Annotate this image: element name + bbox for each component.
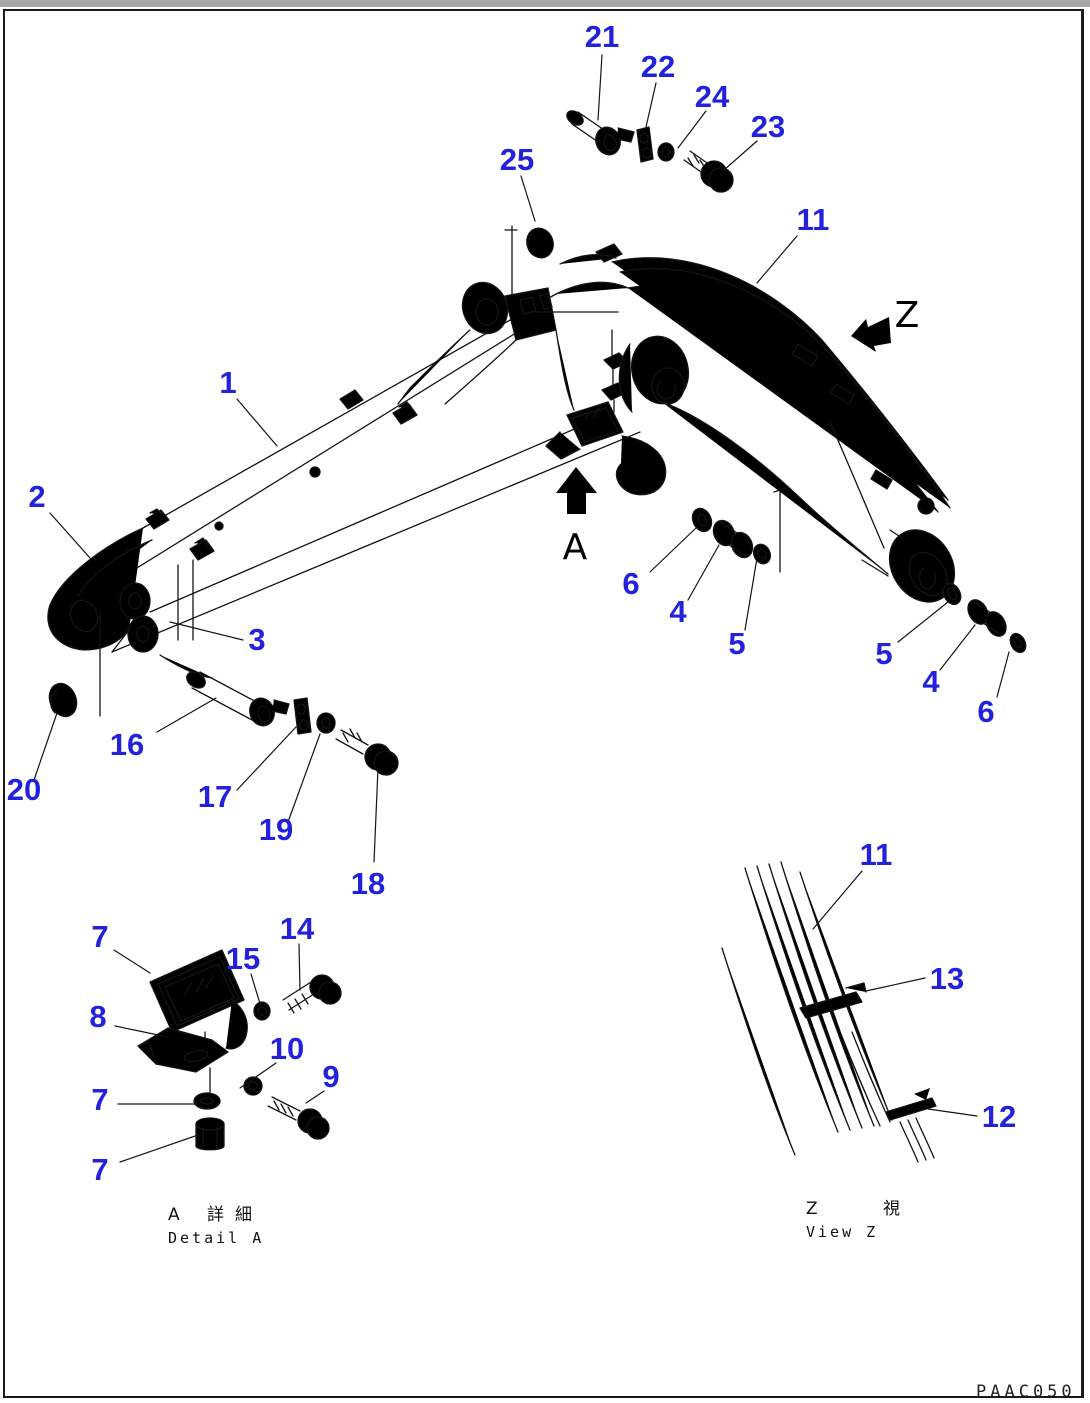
leader-line-15 xyxy=(250,973,262,1008)
boom-top-bracket-cluster xyxy=(397,225,629,411)
callout-5: 5 xyxy=(728,626,745,661)
view-letter-Z: Z xyxy=(895,295,920,336)
callout-25: 25 xyxy=(500,142,534,177)
top-gray-bar xyxy=(0,0,1090,7)
detail-a-lamp-parts xyxy=(137,949,342,1151)
leader-line-7 xyxy=(113,949,151,974)
leader-line-16 xyxy=(156,697,217,733)
leader-line-10 xyxy=(239,1062,277,1089)
leader-line-6 xyxy=(996,651,1010,698)
leader-line-19 xyxy=(287,733,321,823)
callout-6: 6 xyxy=(977,694,994,729)
leader-line-11 xyxy=(756,235,798,284)
leader-line-6 xyxy=(649,527,697,573)
view-z-hoses xyxy=(721,861,937,1163)
leader-line-4 xyxy=(687,544,720,601)
callout-15: 15 xyxy=(226,941,260,976)
leader-line-4 xyxy=(939,624,976,671)
callout-20: 20 xyxy=(7,772,41,807)
callout-11: 11 xyxy=(860,837,893,872)
leader-line-18 xyxy=(373,767,379,863)
leader-line-7 xyxy=(119,1134,199,1163)
leader-line-3 xyxy=(169,621,244,641)
leader-line-25 xyxy=(520,175,536,222)
view-z-caption: Z 視 View Z xyxy=(806,1194,930,1241)
mid-bushing-parts xyxy=(691,507,772,565)
callout-7: 7 xyxy=(91,1152,108,1187)
view-a-arrow xyxy=(556,467,597,514)
detail-a-caption-en: Detail A xyxy=(168,1229,265,1247)
view-letter-A: A xyxy=(563,527,588,568)
callout-7: 7 xyxy=(91,919,108,954)
leader-line-21 xyxy=(597,54,603,121)
detail-a-caption-jp: A 詳細 xyxy=(168,1205,264,1225)
leader-line-1 xyxy=(236,398,278,447)
view-z-caption-en: View Z xyxy=(806,1223,879,1241)
callout-17: 17 xyxy=(198,779,232,814)
leader-line-12 xyxy=(927,1108,978,1117)
callout-21: 21 xyxy=(585,19,619,54)
callout-10: 10 xyxy=(270,1031,304,1066)
view-z-arrow xyxy=(851,317,891,352)
leader-line-22 xyxy=(645,82,657,128)
leader-line-14 xyxy=(298,943,301,991)
callout-16: 16 xyxy=(110,727,144,762)
callout-24: 24 xyxy=(695,79,730,114)
document-code: PAAC050 xyxy=(976,1382,1076,1402)
leader-line-24 xyxy=(677,110,707,149)
view-z-caption-jp: Z 視 xyxy=(806,1199,931,1219)
callout-14: 14 xyxy=(280,911,315,946)
leader-line-17 xyxy=(236,726,297,791)
callout-12: 12 xyxy=(982,1099,1016,1134)
work-lamp-on-boom xyxy=(545,329,667,496)
callout-2: 2 xyxy=(28,479,45,514)
leader-line-5 xyxy=(744,557,758,631)
detail-a-caption: A 詳細 Detail A xyxy=(168,1200,264,1247)
leader-line-5 xyxy=(897,601,949,643)
callout-19: 19 xyxy=(259,812,293,847)
callout-6: 6 xyxy=(622,566,639,601)
boom-right-arm xyxy=(611,257,951,575)
boom-foot-cylinder xyxy=(861,529,956,603)
boom-nose-bracket xyxy=(47,527,213,717)
callout-18: 18 xyxy=(351,866,385,901)
leader-line-8 xyxy=(114,1025,169,1038)
callout-7: 7 xyxy=(91,1082,108,1117)
callout-4: 4 xyxy=(922,664,940,699)
callout-22: 22 xyxy=(641,49,675,84)
callout-23: 23 xyxy=(751,109,785,144)
callout-11: 11 xyxy=(797,202,830,237)
callout-8: 8 xyxy=(89,999,106,1034)
callout-5: 5 xyxy=(875,636,892,671)
leader-line-2 xyxy=(49,512,91,559)
leader-line-13 xyxy=(865,977,926,992)
foot-bushing-parts xyxy=(942,582,1027,654)
leader-line-9 xyxy=(305,1090,325,1104)
callout-9: 9 xyxy=(322,1059,339,1094)
leader-line-23 xyxy=(723,140,758,171)
leader-line-20 xyxy=(33,712,58,781)
callout-3: 3 xyxy=(248,622,265,657)
callout-4: 4 xyxy=(669,594,687,629)
callout-13: 13 xyxy=(930,961,964,996)
nose-pin-parts xyxy=(48,671,399,776)
callout-1: 1 xyxy=(219,365,236,400)
leader-line-11 xyxy=(812,870,863,930)
top-pin-parts xyxy=(526,110,734,259)
boom-elbow-boss xyxy=(618,335,690,413)
